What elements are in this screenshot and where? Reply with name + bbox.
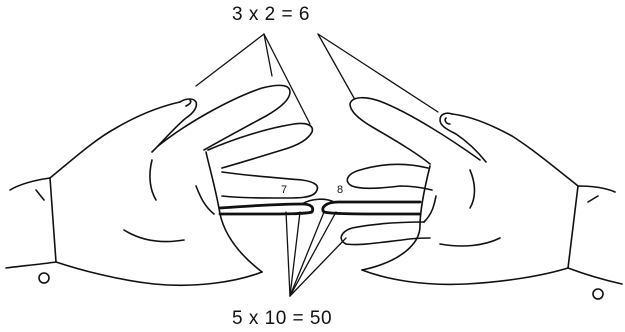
bottom-pointer-lines [286, 212, 346, 296]
left-finger-middle [208, 123, 312, 168]
left-thumb [152, 99, 196, 152]
right-finger-ring [323, 202, 420, 214]
right-hand [323, 98, 622, 299]
left-finger-number: 7 [281, 184, 287, 196]
bottom-equation: 5 x 10 = 50 [232, 308, 332, 330]
right-cuff [568, 186, 622, 284]
left-finger-little [220, 204, 313, 214]
top-equation: 3 x 2 = 6 [232, 4, 310, 26]
right-cuff-button [593, 289, 603, 299]
left-cuff-button [39, 273, 49, 283]
left-finger-index [158, 85, 290, 150]
left-finger-ring [222, 172, 317, 198]
right-finger-middle [347, 164, 432, 190]
left-hand [6, 85, 317, 285]
right-finger-little [341, 222, 430, 245]
right-finger-index [350, 98, 480, 164]
left-cuff [6, 178, 56, 268]
right-finger-number: 8 [337, 184, 343, 196]
